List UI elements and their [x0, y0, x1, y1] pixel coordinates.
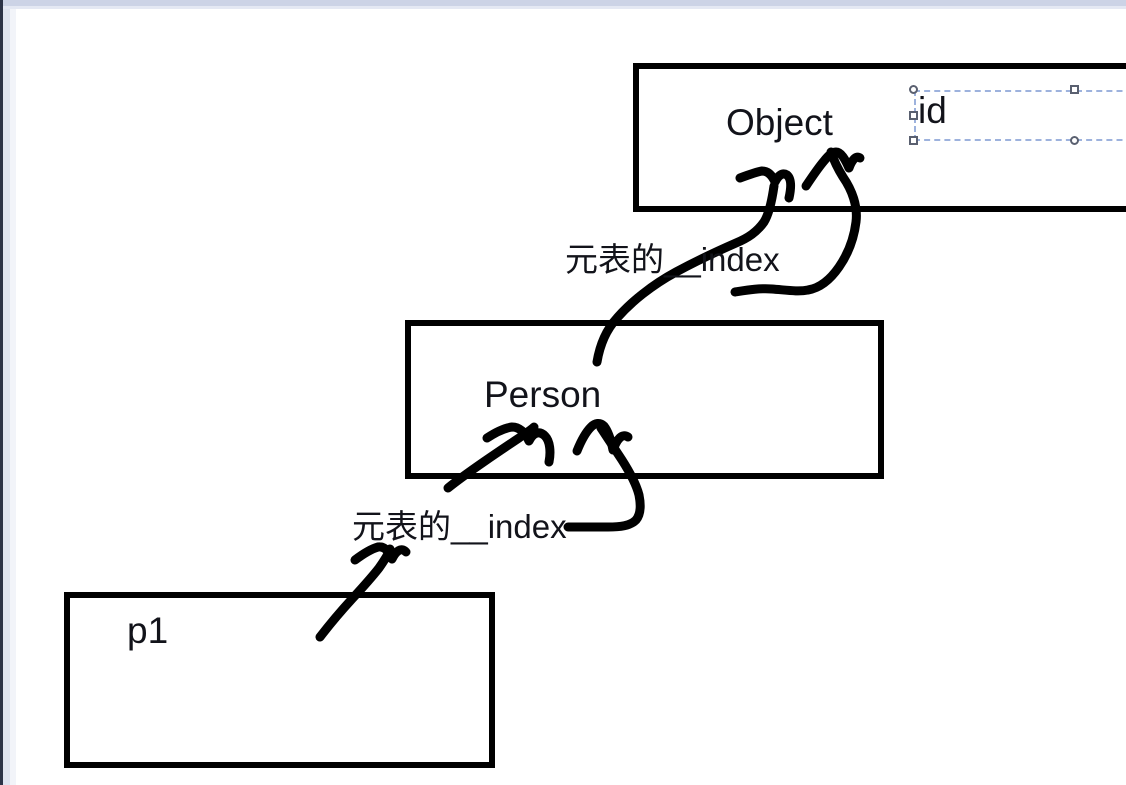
selected-textbox[interactable]: id	[909, 85, 1126, 145]
window-left-band	[3, 9, 10, 785]
box-label-person[interactable]: Person	[484, 374, 602, 415]
connector-label-person-to-object[interactable]: 元表的__index	[565, 241, 780, 278]
resize-handle-top-left[interactable]	[909, 85, 918, 94]
resize-handle-middle-left[interactable]	[909, 111, 918, 120]
box-label-object[interactable]: Object	[726, 102, 833, 143]
connector-label-p1-to-person[interactable]: 元表的__index	[352, 508, 567, 545]
resize-handle-bottom-left[interactable]	[909, 136, 918, 145]
resize-handle-bottom-middle[interactable]	[1070, 136, 1079, 145]
window-left-edge-rule	[0, 0, 3, 785]
shape-box-person[interactable]	[405, 320, 884, 479]
textbox-value-id[interactable]: id	[918, 90, 947, 131]
window-left-band-highlight	[10, 9, 16, 785]
window-top-band	[0, 0, 1126, 9]
box-label-p1[interactable]: p1	[127, 610, 169, 651]
resize-handle-top-middle[interactable]	[1070, 85, 1079, 94]
window-top-band-highlight	[0, 6, 1126, 10]
shape-box-p1[interactable]	[64, 592, 495, 768]
